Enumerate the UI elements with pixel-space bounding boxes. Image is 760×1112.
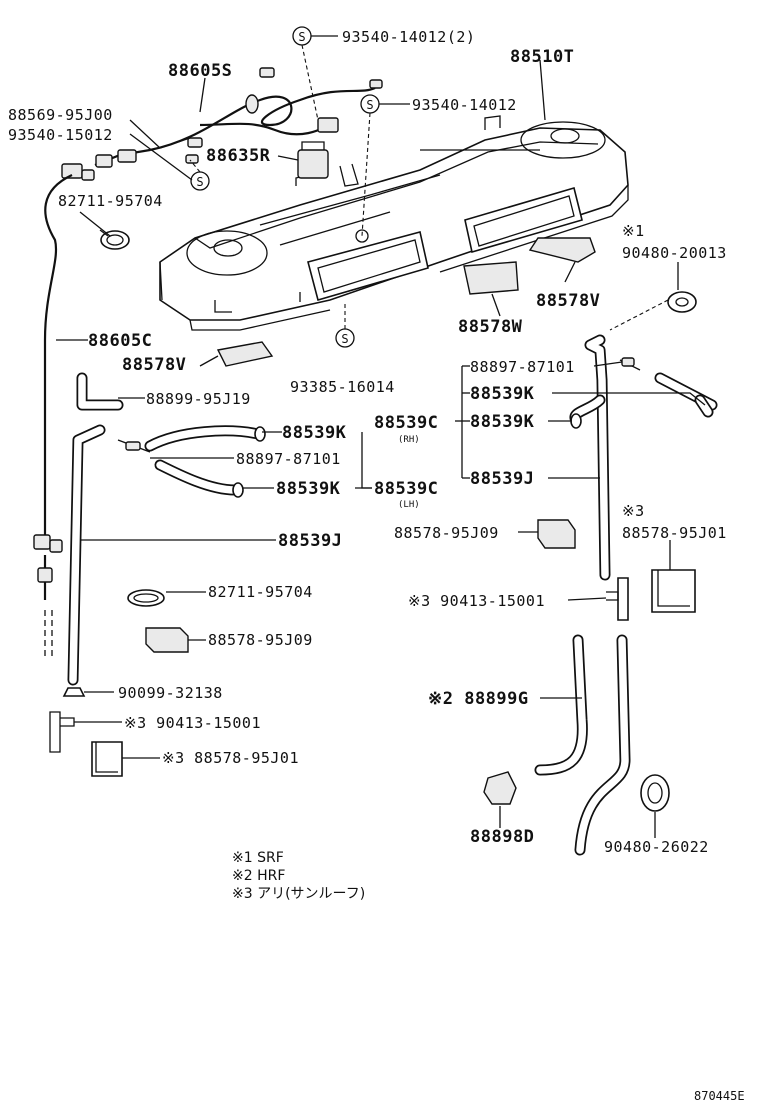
label-93385-16014: 93385-16014 bbox=[290, 378, 395, 396]
label-90413-15001-b: ※3 90413-15001 bbox=[124, 714, 261, 732]
label-88569-95j00: 88569-95J00 bbox=[8, 106, 113, 124]
label-88578-95j01-b: ※3 88578-95J01 bbox=[162, 749, 299, 767]
label-88578v-a: 88578V bbox=[536, 291, 600, 311]
label-93540-14012: 93540-14012 bbox=[412, 96, 517, 114]
leader-lines bbox=[56, 35, 706, 838]
label-88578-95j09-a: 88578-95J09 bbox=[394, 524, 499, 542]
motor-88635r bbox=[297, 141, 329, 179]
part-labels: 93540-14012(2) 88510T 88605S 93540-14012… bbox=[8, 28, 727, 856]
sunroof-housing bbox=[159, 115, 629, 331]
label-88897-87101-a: 88897-87101 bbox=[470, 358, 575, 376]
label-rh: (RH) bbox=[398, 435, 420, 445]
label-88578w: 88578W bbox=[458, 317, 523, 337]
label-90413-15001-a: ※3 90413-15001 bbox=[408, 592, 545, 610]
label-90099-32138: 90099-32138 bbox=[118, 684, 223, 702]
pad-88578v-b bbox=[216, 341, 274, 367]
label-88539j-b: 88539J bbox=[278, 531, 342, 551]
label-90480-20013: 90480-20013 bbox=[622, 244, 727, 262]
wire-harness-88605c bbox=[33, 174, 73, 660]
label-88510t: 88510T bbox=[510, 47, 574, 67]
screw-symbol-1: S bbox=[298, 30, 305, 44]
label-88539j-a: 88539J bbox=[470, 469, 534, 489]
hoses-left bbox=[49, 372, 266, 777]
hoses-right bbox=[483, 334, 718, 856]
label-88605c: 88605C bbox=[88, 331, 152, 351]
label-88898d: 88898D bbox=[470, 827, 534, 847]
pad-88578v-a bbox=[528, 237, 596, 263]
plug-90480-20013 bbox=[667, 291, 697, 313]
label-82711-95704-a: 82711-95704 bbox=[58, 192, 163, 210]
label-mark-1: ※1 bbox=[622, 222, 645, 240]
label-mark-3: ※3 bbox=[622, 502, 645, 520]
label-lh: (LH) bbox=[398, 500, 420, 510]
label-88539k-d: 88539K bbox=[276, 479, 341, 499]
label-82711-95704-b: 82711-95704 bbox=[208, 583, 313, 601]
label-88578v-b: 88578V bbox=[122, 355, 186, 375]
screw-symbol-2: S bbox=[366, 98, 373, 112]
label-88635r: 88635R bbox=[206, 146, 271, 166]
legend-item-srf: ※1 SRF bbox=[232, 850, 284, 866]
screw-symbol-3: S bbox=[196, 175, 203, 189]
label-88539k-a: 88539K bbox=[470, 384, 535, 404]
label-93540-14012-2: 93540-14012(2) bbox=[342, 28, 475, 46]
label-88539k-b: 88539K bbox=[470, 412, 535, 432]
label-88899-95j19: 88899-95J19 bbox=[146, 390, 251, 408]
label-88539c-rh: 88539C bbox=[374, 413, 438, 433]
legend-item-hrf: ※2 HRF bbox=[232, 868, 285, 884]
pad-88578w bbox=[463, 261, 519, 295]
legend: ※1 SRF ※2 HRF ※3 アリ(サンルーフ) bbox=[232, 850, 365, 902]
label-93540-15012: 93540-15012 bbox=[8, 126, 113, 144]
label-88539k-c: 88539K bbox=[282, 423, 347, 443]
label-90480-26022: 90480-26022 bbox=[604, 838, 709, 856]
legend-item-sunroof: ※3 アリ(サンルーフ) bbox=[232, 886, 365, 902]
label-88899g: ※2 88899G bbox=[428, 689, 529, 709]
figure-code: 870445E bbox=[694, 1089, 745, 1103]
label-88578-95j09-b: 88578-95J09 bbox=[208, 631, 313, 649]
clamp-82711-a bbox=[99, 229, 130, 250]
screw-markers: S S S S bbox=[189, 26, 380, 348]
label-88578-95j01-a: 88578-95J01 bbox=[622, 524, 727, 542]
label-88539c-lh: 88539C bbox=[374, 479, 438, 499]
wire-harness-88605s bbox=[61, 67, 383, 181]
label-88605s: 88605S bbox=[168, 61, 232, 81]
screw-symbol-4: S bbox=[341, 332, 348, 346]
label-88897-87101-b: 88897-87101 bbox=[236, 450, 341, 468]
